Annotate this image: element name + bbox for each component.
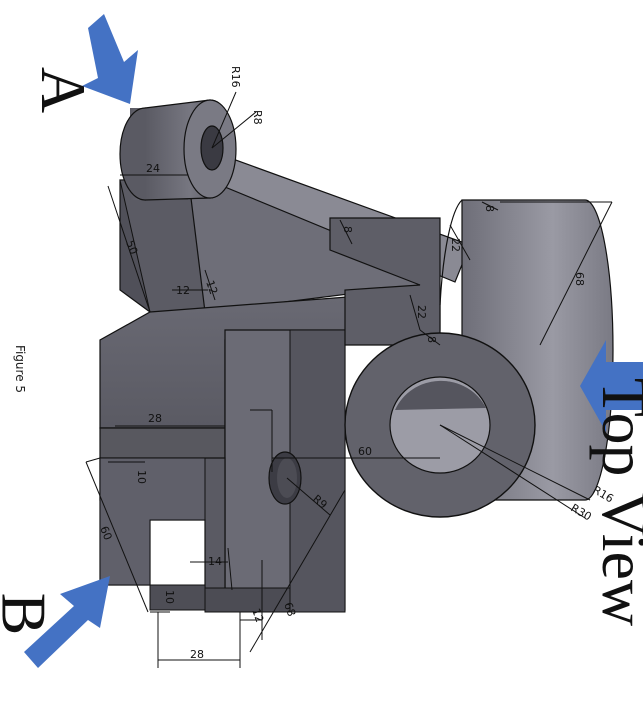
dim-10-top: 10 <box>135 470 148 484</box>
dimension-lines <box>85 91 613 668</box>
hole-r9 <box>268 451 302 505</box>
arrow-view-a <box>82 14 138 104</box>
dim-8-mid: 8 <box>425 336 438 343</box>
dim-24: 24 <box>146 162 160 175</box>
dim-12-bottom: 12 <box>249 607 266 625</box>
arrow-view-b <box>24 576 110 668</box>
figure-caption: Figure 5 <box>13 344 28 394</box>
view-label-a: A <box>28 66 100 114</box>
dim-8-rib: 8 <box>341 226 354 233</box>
dim-60-left: 60 <box>97 524 114 542</box>
view-label-b: B <box>0 593 59 636</box>
dim-22-top: 22 <box>449 238 462 252</box>
dim-12-b: 12 <box>203 279 220 297</box>
dim-8-top: 8 <box>483 205 496 212</box>
support-block <box>329 217 441 346</box>
top-view-label: Top View <box>589 377 643 627</box>
dim-60-center: 60 <box>358 445 372 458</box>
dim-r16-small: R16 <box>229 66 242 88</box>
dim-68-bottom: 68 <box>281 601 298 619</box>
dim-50: 50 <box>123 239 140 257</box>
left-plate <box>119 179 209 313</box>
lower-arm <box>99 329 346 613</box>
dim-10-bottom: 10 <box>163 590 176 604</box>
dim-14: 14 <box>208 555 222 568</box>
dim-68: 68 <box>573 272 586 286</box>
dim-12-a: 12 <box>176 284 190 297</box>
dim-28-bottom: 28 <box>190 648 204 661</box>
arrow-top-view <box>580 340 643 432</box>
dimension-texts: R16 R8 24 50 12 12 8 22 8 68 22 8 28 60 … <box>97 66 616 661</box>
dim-28-top: 28 <box>148 412 162 425</box>
small-cylinder <box>119 99 237 201</box>
dim-r8: R8 <box>251 110 264 125</box>
dim-22-mid: 22 <box>415 305 428 319</box>
